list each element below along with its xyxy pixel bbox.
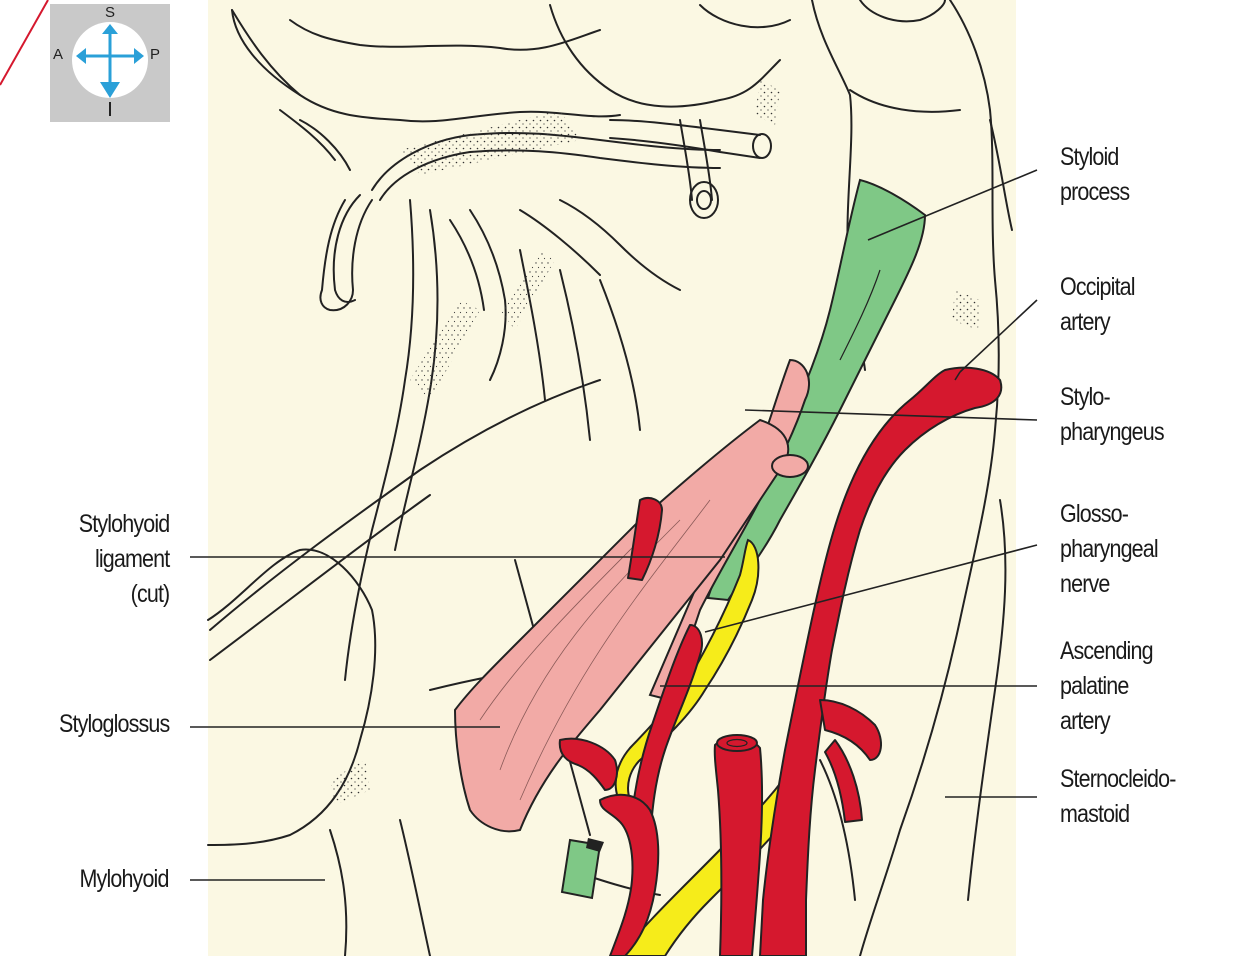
carotid-lumen	[717, 735, 757, 751]
label-mylohyoid: Mylohyoid	[80, 862, 169, 897]
label-styloglossus: Styloglossus	[59, 707, 169, 742]
compass-superior-label: S	[105, 4, 115, 21]
compass-posterior-label: P	[150, 46, 160, 63]
compass-graphic	[50, 4, 170, 122]
label-sternocleidomastoid: Sternocleido-mastoid	[1060, 762, 1176, 832]
label-stylopharyngeus: Stylo-pharyngeus	[1060, 380, 1164, 450]
corner-mark	[0, 0, 48, 85]
orientation-compass: S A P	[50, 4, 170, 122]
compass-anterior-label: A	[53, 46, 63, 63]
